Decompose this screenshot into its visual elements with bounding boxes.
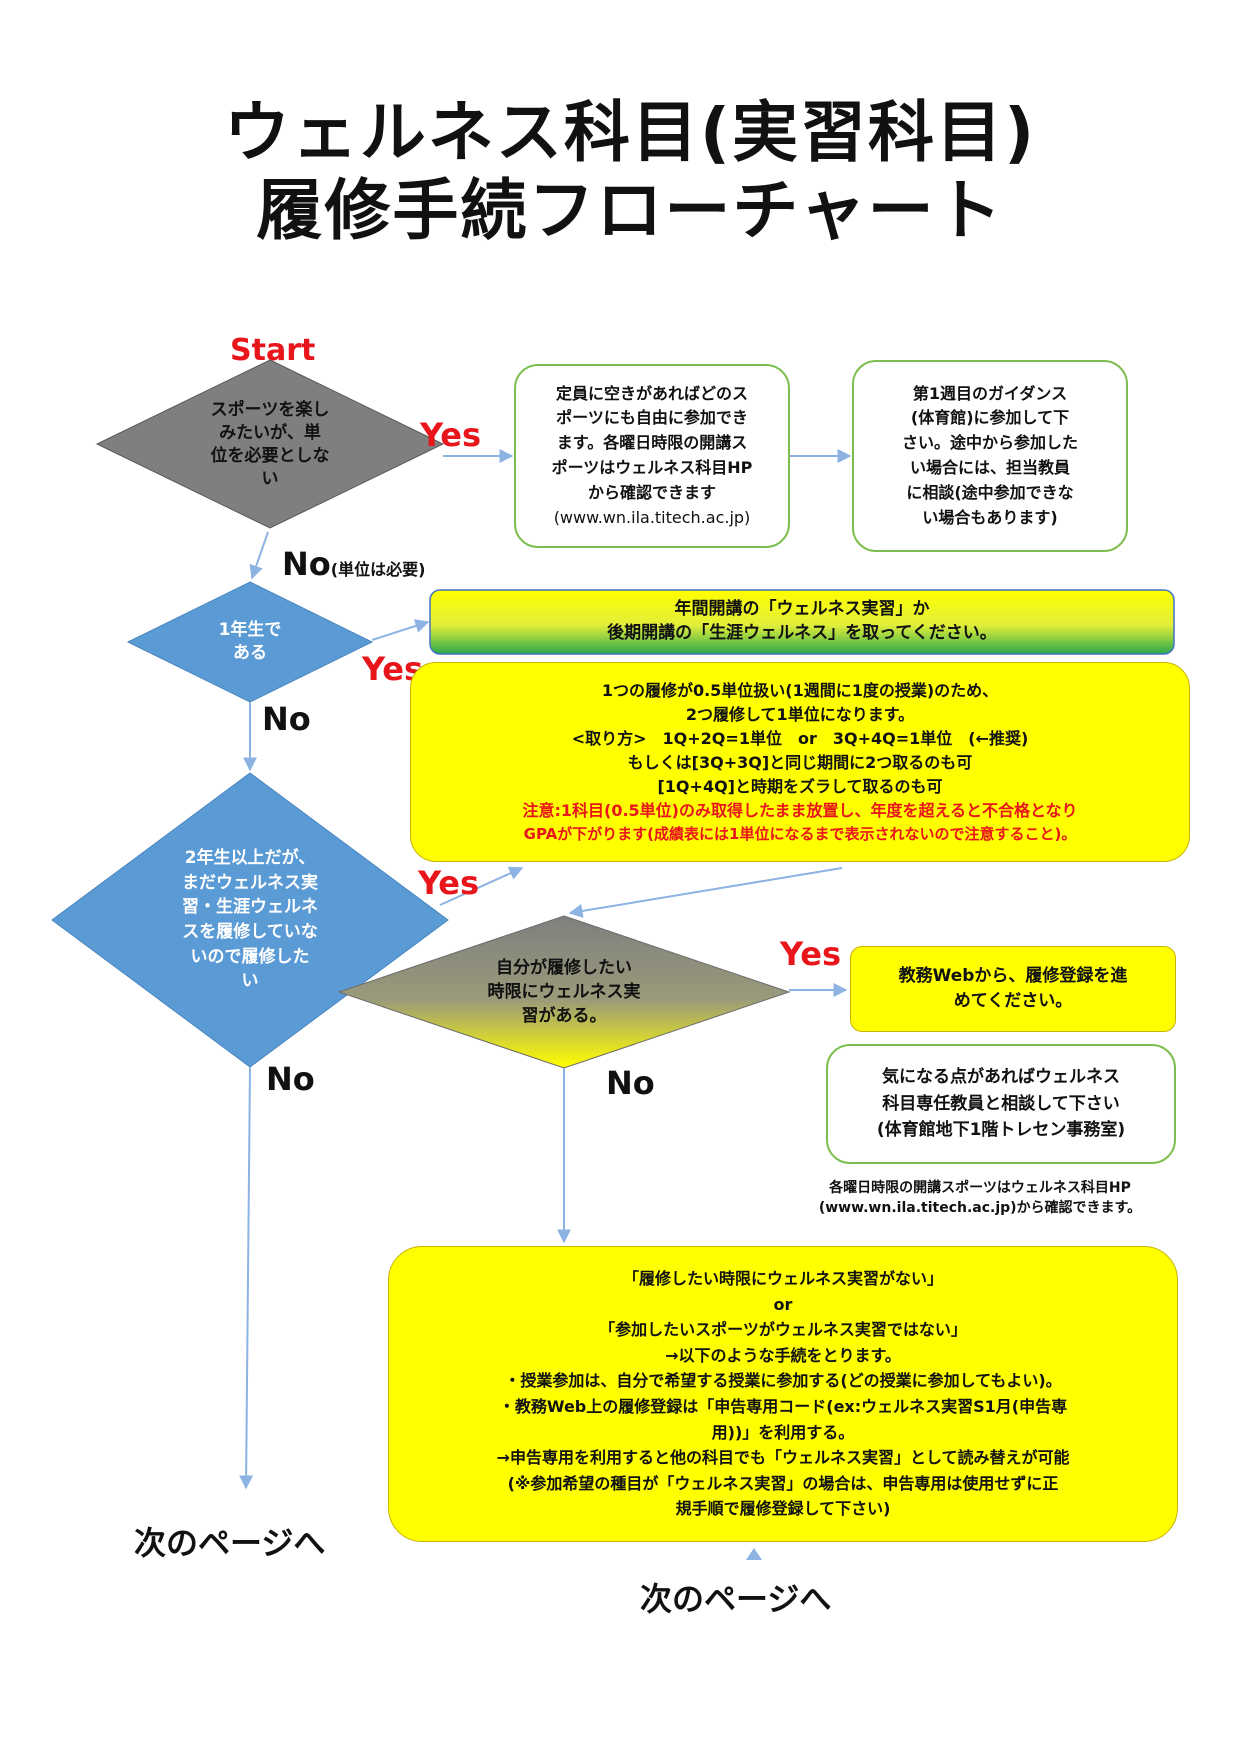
box-free-join-line: 定員に空きがあればどのス <box>555 383 748 403</box>
decision-sports-text: スポーツを楽し みたいが、単 位を必要としな い <box>180 397 360 493</box>
box-guidance: 第1週目のガイダンス (体育館)に参加して下 さい。途中から参加した い場合には… <box>852 360 1128 552</box>
decision-sports-line: い <box>261 468 279 489</box>
decision-period-line: 自分が履修したい <box>496 958 632 979</box>
box-guidance-line: (体育館)に参加して下 <box>910 408 1070 428</box>
decision-second-year-text: 2年生以上だが、 まだウェルネス実 習・生涯ウェルネ スを履修していな いので履… <box>150 838 350 1002</box>
box-register-line: めてください。 <box>953 991 1073 1011</box>
box-guidance-line: い場合もあります) <box>922 507 1058 527</box>
box-register: 教務Webから、履修登録を進 めてください。 <box>850 946 1176 1032</box>
decision-sports-shape <box>95 359 445 529</box>
box-self-report-line: ・教務Web上の履修登録は「申告専用コード(ex:ウェルネス実習S1月(申告専 <box>498 1397 1068 1416</box>
box-first-year-bg <box>429 589 1175 655</box>
box-half-credit-warning: 注意:1科目(0.5単位)のみ取得したまま放置し、年度を超えると不合格となり <box>522 800 1078 820</box>
next-page-left: 次のページへ <box>134 1524 326 1562</box>
no-label-first-year: No <box>262 700 311 738</box>
box-consult-line: 科目専任教員と相談して下さい <box>882 1093 1120 1114</box>
note-hp-line: (www.wn.ila.titech.ac.jp)から確認できます。 <box>818 1200 1142 1217</box>
arrow-second-year-no <box>239 1066 254 1490</box>
box-self-report-line: →以下のような手続をとります。 <box>665 1345 901 1365</box>
no-text: No <box>282 545 331 583</box>
box-consult-line: 気になる点があればウェルネス <box>882 1067 1120 1088</box>
box-first-year: 年間開講の「ウェルネス実習」か 後期開講の「生涯ウェルネス」を取ってください。 <box>430 590 1174 654</box>
no-label-period: No <box>606 1064 655 1102</box>
note-hp-line: 各曜日時限の開講スポーツはウェルネス科目HP <box>829 1180 1131 1196</box>
box-half-credit-line: <取り方> 1Q+2Q=1単位 or 3Q+4Q=1単位 (←推奨) <box>571 728 1029 748</box>
box-self-report-line: 用))」を利用する。 <box>711 1422 855 1442</box>
arrow-half-credit-to-period <box>568 867 843 918</box>
decision-sports-line: 位を必要としな <box>210 446 330 466</box>
box-register-line: 教務Webから、履修登録を進 <box>898 965 1128 986</box>
no-credit-note: (単位は必要) <box>330 560 426 579</box>
box-half-credit: 1つの履修が0.5単位扱い(1週間に1度の授業)のため、 2つ履修して1単位にな… <box>410 662 1190 862</box>
decision-sports-line: みたいが、単 <box>219 423 321 444</box>
decision-sports-line: スポーツを楽し <box>210 400 330 421</box>
box-free-join-line: から確認できます <box>587 482 716 502</box>
box-half-credit-line: もしくは[3Q+3Q]と同じ期間に2つ取るのも可 <box>627 752 973 772</box>
decision-period-line: 習がある。 <box>521 1005 607 1026</box>
box-consult-line: (体育館地下1階トレセン事務室) <box>876 1120 1126 1141</box>
box-half-credit-warning: GPAが下がります(成績表には1単位になるまで表示されないので注意すること)。 <box>523 824 1077 843</box>
no-label-second-year: No <box>266 1060 315 1098</box>
box-half-credit-line: 2つ履修して1単位になります。 <box>685 704 915 724</box>
decision-first-year-line: 1年生で <box>218 620 282 641</box>
box-guidance-line: さい。途中から参加した <box>901 433 1078 453</box>
box-self-report-line: 「履修したい時限にウェルネス実習がない」 <box>622 1269 943 1289</box>
box-first-year-line: 年間開講の「ウェルネス実習」か <box>674 599 930 620</box>
decision-period-text: 自分が履修したい 時限にウェルネス実 習がある。 <box>454 955 674 1031</box>
decision-second-year-line: まだウェルネス実 <box>182 872 318 893</box>
note-hp: 各曜日時限の開講スポーツはウェルネス科目HP (www.wn.ila.titec… <box>770 1178 1190 1219</box>
box-guidance-line: 第1週目のガイダンス <box>912 383 1068 403</box>
box-first-year-line: 後期開講の「生涯ウェルネス」を取ってください。 <box>607 623 997 643</box>
next-page-bottom: 次のページへ <box>640 1580 832 1618</box>
box-half-credit-line: [1Q+4Q]と時期をズラして取るのも可 <box>657 776 943 796</box>
box-self-report-line: →申告専用を利用すると他の科目でも「ウェルネス実習」として読み替えが可能 <box>496 1448 1070 1468</box>
decision-second-year-line: 習・生涯ウェルネ <box>182 897 318 918</box>
box-self-report: 「履修したい時限にウェルネス実習がない」 or 「参加したいスポーツがウェルネス… <box>388 1246 1178 1542</box>
box-self-report-line: or <box>773 1294 793 1314</box>
decision-second-year-line: 2年生以上だが、 <box>184 848 316 869</box>
arrow-second-year-yes <box>439 866 524 906</box>
arrow-first-year-yes <box>371 619 430 641</box>
box-self-report-line: ・授業参加は、自分で希望する授業に参加する(どの授業に参加してもよい)。 <box>504 1371 1062 1391</box>
box-free-join-line: ます。各曜日時限の開講ス <box>556 433 748 453</box>
arrow-self-report-down <box>746 1548 762 1560</box>
page-title-line1: ウェルネス科目(実習科目) <box>223 94 1037 171</box>
yes-label-second-year: Yes <box>418 864 479 902</box>
decision-second-year-line: い <box>241 971 259 992</box>
box-consult: 気になる点があればウェルネス 科目専任教員と相談して下さい (体育館地下1階トレ… <box>826 1044 1176 1164</box>
box-self-report-line: 規手順で履修登録して下さい) <box>675 1499 891 1519</box>
box-self-report-line: (※参加希望の種目が「ウェルネス実習」の場合は、申告専用は使用せずに正 <box>507 1473 1059 1493</box>
yes-label-period: Yes <box>780 935 841 973</box>
decision-first-year-text: 1年生で ある <box>190 618 310 666</box>
box-free-join-line: ポーツにも自由に参加でき <box>556 408 748 428</box>
decision-second-year-line: いので履修した <box>190 946 310 967</box>
box-free-join: 定員に空きがあればどのス ポーツにも自由に参加でき ます。各曜日時限の開講ス ポ… <box>514 364 790 548</box>
decision-period-line: 時限にウェルネス実 <box>487 982 641 1003</box>
box-half-credit-line: 1つの履修が0.5単位扱い(1週間に1度の授業)のため、 <box>601 680 999 700</box>
box-free-join-line: ポーツはウェルネス科目HP <box>551 458 753 477</box>
box-guidance-line: い場合には、担当教員 <box>909 458 1070 477</box>
no-label-sports: No(単位は必要) <box>282 545 425 583</box>
decision-first-year-line: ある <box>233 643 267 663</box>
yes-label-sports: Yes <box>420 416 481 454</box>
arrow-sports-to-first-year <box>249 531 269 580</box>
box-guidance-line: に相談(途中参加できな <box>906 482 1074 502</box>
decision-second-year-line: スを履修していな <box>182 922 318 942</box>
box-free-join-url: (www.wn.ila.titech.ac.jp) <box>553 507 751 527</box>
box-self-report-line: 「参加したいスポーツがウェルネス実習ではない」 <box>599 1320 967 1340</box>
page-title-line2: 履修手続フローチャート <box>256 172 1004 249</box>
start-label: Start <box>230 333 316 368</box>
